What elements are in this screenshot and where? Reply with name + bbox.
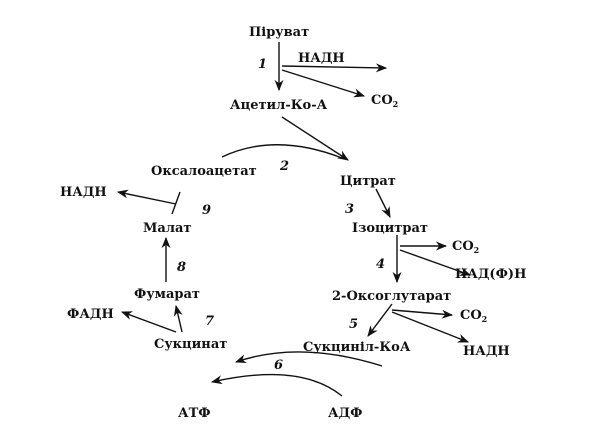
arrow-nadph: [399, 249, 472, 276]
node-oxaloacetate: Оксалоацетат: [151, 164, 257, 179]
arrow-citrate-isocitrate: [375, 188, 391, 219]
step-8: 8: [177, 260, 186, 275]
label-fadh: ФАДН: [67, 307, 114, 322]
arc-oxaloacetate-citrate: [221, 144, 343, 159]
label-nadh-top: НАДН: [298, 51, 345, 66]
arrow-nadh-oxoglutarate: [391, 311, 470, 343]
arc-adp-atp: [210, 373, 343, 397]
node-malate: Малат: [143, 221, 191, 236]
step-6: 6: [274, 358, 283, 373]
label-co2-top: CO2: [371, 93, 398, 109]
step-2: 2: [279, 159, 289, 174]
line-malate-oxaloacetate: [171, 191, 181, 215]
step-5: 5: [349, 317, 358, 332]
arrow-co2-top: [281, 69, 366, 98]
arrow-nadh-top: [281, 63, 388, 73]
node-succinyl-coa: Сукциніл-КоА: [303, 340, 411, 355]
step-7: 7: [205, 314, 214, 329]
arrow-fadh: [120, 311, 177, 333]
label-co2-isocitrate: CO2: [452, 239, 479, 255]
node-isocitrate: Ізоцитрат: [352, 221, 428, 236]
step-3: 3: [345, 202, 354, 217]
step-1: 1: [258, 57, 267, 72]
node-fumarate: Фумарат: [134, 287, 200, 302]
label-nadh-oxoglutarate: НАДН: [463, 344, 510, 359]
label-adp: АДФ: [328, 406, 362, 421]
label-nadh-malate: НАДН: [60, 185, 107, 200]
arrow-co2-oxoglutarate: [391, 309, 454, 319]
arrow-nadh-malate: [116, 189, 177, 205]
node-succinate: Сукцинат: [154, 337, 227, 352]
step-4: 4: [376, 257, 385, 272]
arc-succinylcoa-succinate: [234, 351, 383, 367]
arrow-succinate-fumarate: [173, 304, 183, 333]
label-atp: АТФ: [178, 406, 211, 421]
node-pyruvate: Піруват: [249, 25, 309, 40]
step-9: 9: [202, 203, 211, 218]
arrow-acetylcoa-citrate: [281, 116, 349, 161]
node-citrate: Цитрат: [340, 174, 396, 189]
arrow-oxoglutarate-succinylcoa: [367, 303, 393, 337]
label-nadph: НАД(Ф)Н: [455, 267, 526, 282]
node-acetyl-coa: Ацетил-Ко-А: [230, 98, 328, 113]
node-oxoglutarate: 2-Оксоглутарат: [332, 289, 451, 304]
label-co2-oxoglutarate: CO2: [460, 308, 487, 324]
